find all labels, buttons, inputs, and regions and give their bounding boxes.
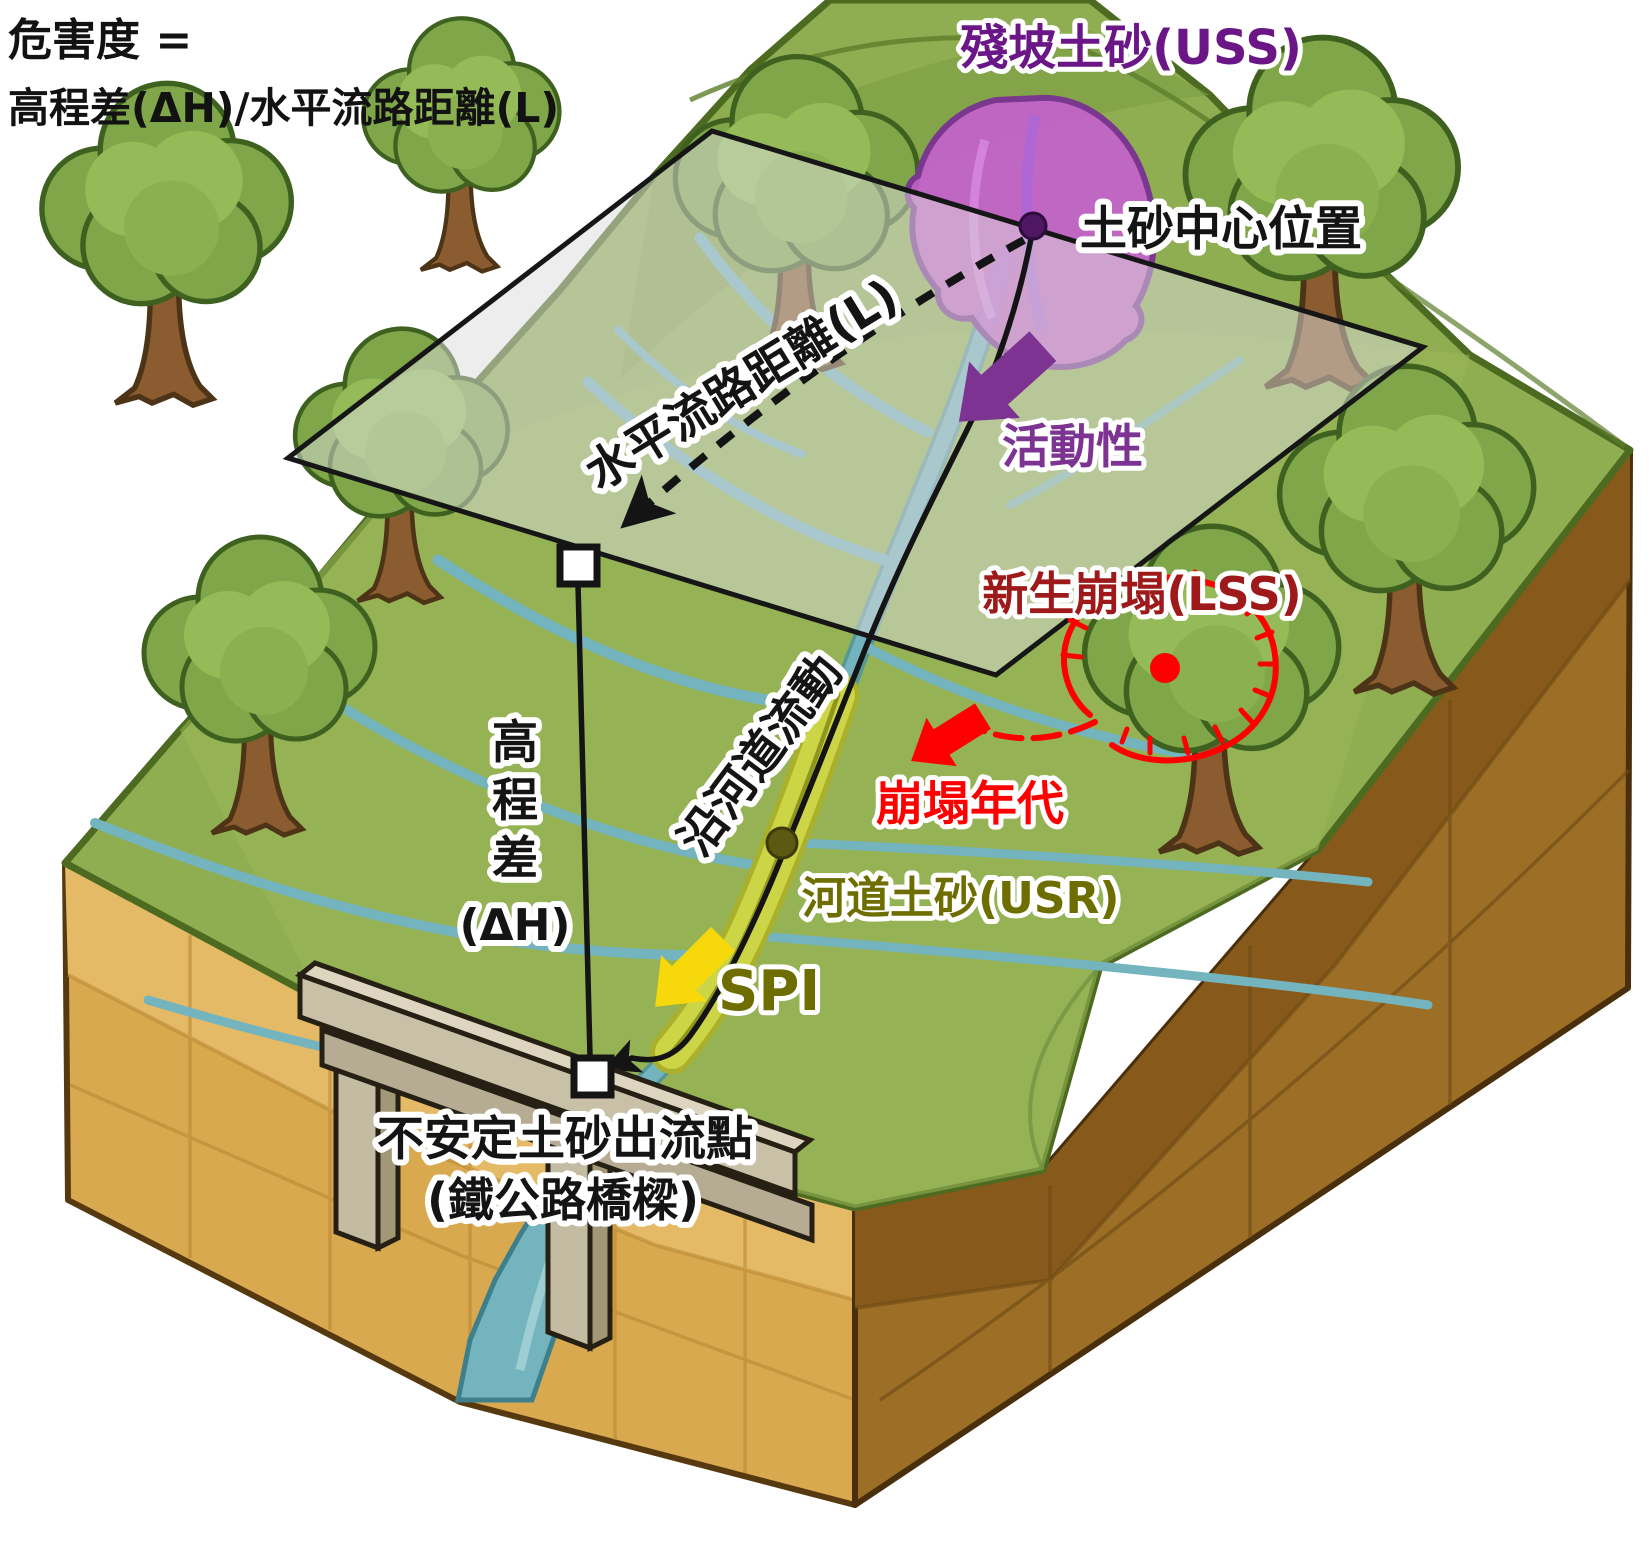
projection-plane <box>282 128 1429 678</box>
svg-text:差: 差 <box>492 831 538 885</box>
label-activity: 活動性 <box>1002 420 1143 475</box>
formula-line1: 危害度 = <box>8 15 192 66</box>
tree <box>363 18 559 271</box>
label-outlet-line2: (鐵公路橋樑) <box>427 1173 699 1227</box>
elevation-line <box>575 583 593 1057</box>
label-collapse-age: 崩塌年代 <box>876 777 1064 832</box>
lss-center-dot <box>1150 653 1180 683</box>
bridge <box>294 960 816 1403</box>
upper-projection-marker <box>556 543 601 588</box>
label-uss: 殘坡土砂(USS) <box>960 20 1302 76</box>
label-outlet-line1: 不安定土砂出流點 <box>377 1112 753 1167</box>
label-spi: SPI <box>718 959 820 1024</box>
svg-text:高: 高 <box>492 715 538 769</box>
label-usr: 河道土砂(USR) <box>802 873 1120 924</box>
bridge-beam <box>319 1026 815 1244</box>
source-center-dot <box>1018 211 1048 241</box>
svg-text:程: 程 <box>492 773 538 827</box>
label-source-center: 土砂中心位置 <box>1080 202 1362 257</box>
label-lss: 新生崩塌(LSS) <box>982 567 1302 621</box>
outlet-marker <box>570 1054 615 1099</box>
formula-line2: 高程差(ΔH)/水平流路距離(L) <box>8 84 559 132</box>
bridge-deck-front <box>297 971 798 1198</box>
bridge-pier <box>333 1048 613 1353</box>
activity-arrow <box>958 331 1057 422</box>
svg-text:(ΔH): (ΔH) <box>459 900 570 951</box>
usr-dot <box>765 826 799 860</box>
spi-arrow <box>655 926 736 1007</box>
label-elevation-diff: 高 程 差 (ΔH) <box>453 709 576 957</box>
collapse-age-arrow <box>911 703 991 767</box>
